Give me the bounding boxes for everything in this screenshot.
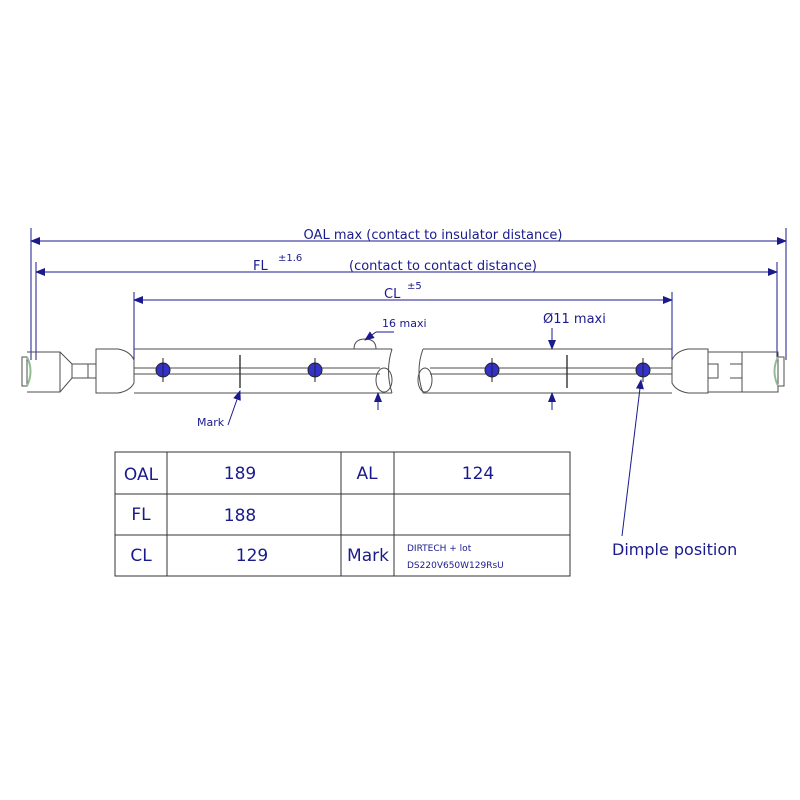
- table-value-fl: 188: [224, 506, 256, 526]
- fl-tolerance: ±1.6: [278, 253, 302, 264]
- table-label-oal: OAL: [124, 465, 159, 485]
- mark-label: Mark: [197, 416, 225, 429]
- lamp-right-half: [417, 348, 785, 394]
- dimple-marker: [635, 358, 651, 382]
- fl-label: FL: [253, 259, 268, 274]
- spec-table-border: [114, 451, 571, 577]
- table-value-mark-line2: DS220V650W129RsU: [407, 561, 504, 571]
- dimple-marker: [307, 358, 323, 382]
- table-label-mark: Mark: [347, 546, 389, 566]
- oal-label: OAL max (contact to insulator distance): [304, 228, 563, 243]
- dimples: [155, 358, 651, 382]
- table-value-cl: 129: [236, 546, 268, 566]
- diameter-label: Ø11 maxi: [543, 312, 606, 327]
- spec-table: [114, 451, 571, 577]
- fl-note: (contact to contact distance): [349, 259, 537, 274]
- lamp-left-half: [21, 338, 393, 394]
- table-value-al: 124: [462, 464, 494, 484]
- table-value-mark-line1: DIRTECH + lot: [407, 544, 472, 554]
- table-value-oal: 189: [224, 464, 256, 484]
- table-label-cl: CL: [130, 546, 152, 566]
- seam-label: 16 maxi: [382, 317, 427, 330]
- table-label-al: AL: [356, 464, 378, 484]
- callouts: [227, 328, 644, 537]
- dimple-marker: [484, 358, 500, 382]
- dimple-label: Dimple position: [612, 540, 737, 559]
- dimension-lines: [30, 228, 787, 372]
- cl-tolerance: ±5: [407, 281, 422, 292]
- table-label-fl: FL: [131, 505, 151, 525]
- cl-label: CL: [384, 287, 401, 302]
- spec-table-cells: OAL 189 AL 124 FL 188 CL 129 Mark DIRTEC…: [124, 464, 504, 571]
- dimple-marker: [155, 358, 171, 382]
- mark-ticks: [239, 355, 568, 388]
